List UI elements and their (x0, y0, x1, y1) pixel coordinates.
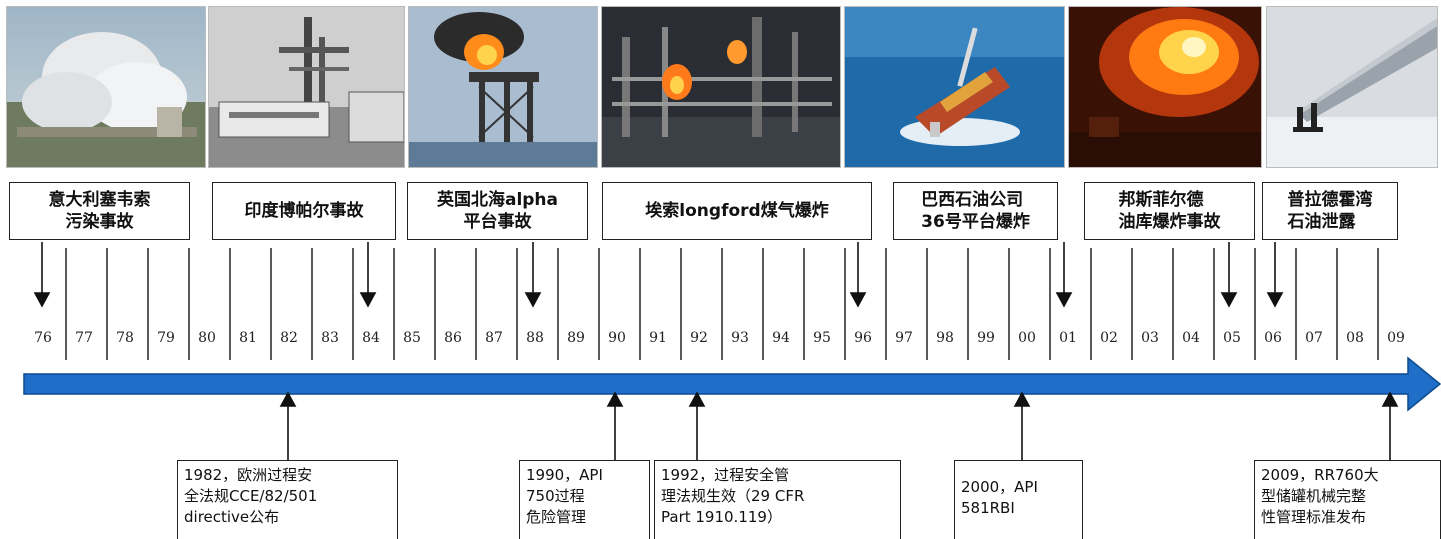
event-label-line: 邦斯菲尔德 (1118, 190, 1204, 210)
buncefield-photo (1068, 6, 1262, 168)
year-label: 89 (567, 330, 585, 346)
regulation-line: Part 1910.119） (661, 508, 782, 526)
event-box-buncefield: 邦斯菲尔德油库爆炸事故 (1084, 182, 1255, 240)
event-label-line: 油库爆炸事故 (1118, 212, 1221, 232)
year-label: 90 (608, 330, 626, 346)
year-label: 95 (813, 330, 831, 346)
regulation-line: 全法规CCE/82/501 (184, 487, 318, 505)
regulation-line: 1990，API (526, 466, 603, 484)
regulation-line: directive公布 (184, 508, 280, 526)
year-label: 00 (1018, 330, 1036, 346)
year-label: 02 (1100, 330, 1118, 346)
year-label: 76 (34, 330, 52, 346)
year-label: 80 (198, 330, 216, 346)
regulation-line: 2000，API (961, 478, 1038, 496)
year-label: 94 (772, 330, 790, 346)
regulation-box-1990: 1990，API 750过程 危险管理 (519, 460, 650, 539)
year-label: 96 (854, 330, 872, 346)
event-label-line: 平台事故 (463, 212, 532, 232)
year-label: 97 (895, 330, 913, 346)
regulation-arrows (279, 391, 1399, 460)
year-label: 81 (239, 330, 257, 346)
regulation-line: 性管理标准发布 (1261, 508, 1367, 526)
regulation-box-1982: 1982，欧洲过程安 全法规CCE/82/501 directive公布 (177, 460, 398, 539)
year-label: 85 (403, 330, 421, 346)
regulation-line: 型储罐机械完整 (1261, 487, 1367, 505)
event-box-india-bhopal: 印度博帕尔事故 (212, 182, 396, 240)
year-label: 93 (731, 330, 749, 346)
event-box-italy-seveso: 意大利塞韦索污染事故 (9, 182, 190, 240)
event-label-line: 普拉德霍湾 (1287, 190, 1373, 210)
event-label-line: 石油泄露 (1287, 212, 1356, 232)
year-label: 82 (280, 330, 298, 346)
event-label-line: 污染事故 (65, 212, 134, 232)
event-label-line: 印度博帕尔事故 (244, 201, 364, 221)
year-label: 83 (321, 330, 339, 346)
year-label: 03 (1141, 330, 1159, 346)
event-label-line: 巴西石油公司 (921, 190, 1024, 210)
uk-piper-alpha-photo (408, 6, 598, 168)
regulation-line: 2009，RR760大 (1261, 466, 1379, 484)
year-label: 87 (485, 330, 503, 346)
regulation-line: 750过程 (526, 487, 585, 505)
italy-seveso-photo (6, 6, 206, 168)
brazil-p36-photo (844, 6, 1065, 168)
prudhoe-bay-photo (1266, 6, 1438, 168)
esso-longford-photo (601, 6, 841, 168)
regulation-box-2009: 2009，RR760大 型储罐机械完整 性管理标准发布 (1254, 460, 1441, 539)
regulation-line: 1992，过程安全管 (661, 466, 790, 484)
year-label: 79 (157, 330, 175, 346)
year-label: 92 (690, 330, 708, 346)
year-label: 04 (1182, 330, 1200, 346)
year-label: 88 (526, 330, 544, 346)
year-label: 78 (116, 330, 134, 346)
year-label: 91 (649, 330, 667, 346)
regulation-line: 理法规生效（29 CFR (661, 487, 805, 505)
regulation-line: 581RBI (961, 499, 1015, 517)
event-label-line: 36号平台爆炸 (921, 212, 1030, 232)
india-bhopal-photo (208, 6, 405, 168)
year-label: 05 (1223, 330, 1241, 346)
event-box-prudhoe-bay: 普拉德霍湾石油泄露 (1262, 182, 1398, 240)
year-label: 86 (444, 330, 462, 346)
event-label-line: 意大利塞韦索 (48, 190, 151, 210)
year-label: 84 (362, 330, 380, 346)
year-label: 99 (977, 330, 995, 346)
event-box-esso-longford: 埃索longford煤气爆炸 (602, 182, 872, 240)
event-arrows (33, 242, 1284, 308)
year-label: 09 (1387, 330, 1405, 346)
year-label: 07 (1305, 330, 1323, 346)
year-label: 77 (75, 330, 93, 346)
regulation-box-2000: 2000，API 581RBI (954, 460, 1083, 539)
timeline-arrow (23, 356, 1441, 412)
year-label: 06 (1264, 330, 1282, 346)
regulation-box-1992: 1992，过程安全管 理法规生效（29 CFR Part 1910.119） (654, 460, 901, 539)
event-label-line: 埃索longford煤气爆炸 (645, 201, 829, 221)
year-label: 08 (1346, 330, 1364, 346)
year-label: 01 (1059, 330, 1077, 346)
regulation-line: 1982，欧洲过程安 (184, 466, 313, 484)
event-label-line: 英国北海alpha (436, 190, 559, 210)
regulation-line: 危险管理 (526, 508, 587, 526)
year-label: 98 (936, 330, 954, 346)
